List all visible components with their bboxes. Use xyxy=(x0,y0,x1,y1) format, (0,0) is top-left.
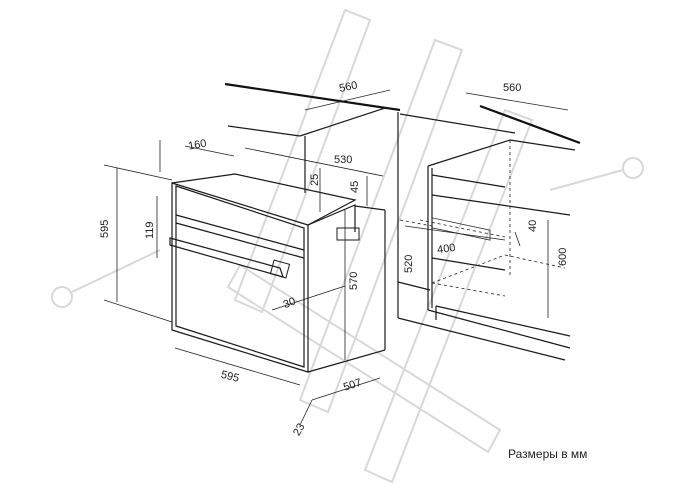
dim-560-left: 560 xyxy=(338,79,358,95)
dim-400: 400 xyxy=(436,242,456,256)
dim-595-height: 595 xyxy=(99,220,111,238)
dim-45: 45 xyxy=(349,181,361,193)
dim-560-right: 560 xyxy=(503,82,521,94)
dim-570: 570 xyxy=(348,272,360,290)
dim-160: 160 xyxy=(187,138,207,153)
oven-handle xyxy=(169,237,291,279)
dim-119: 119 xyxy=(144,221,156,239)
dimension-lines xyxy=(103,89,569,426)
dim-25: 25 xyxy=(309,174,321,186)
watermark-logo xyxy=(51,8,644,484)
niche-outline xyxy=(399,104,581,349)
dim-600: 600 xyxy=(557,248,569,266)
units-caption: Размеры в мм xyxy=(508,447,588,461)
dim-595-width: 595 xyxy=(220,369,241,385)
cabinet-outline xyxy=(224,82,566,361)
dim-507: 507 xyxy=(342,377,363,394)
dim-520: 520 xyxy=(403,255,415,273)
dim-40: 40 xyxy=(527,220,539,232)
dim-23: 23 xyxy=(291,421,308,438)
dim-530: 530 xyxy=(334,154,352,166)
dim-30: 30 xyxy=(282,295,298,311)
